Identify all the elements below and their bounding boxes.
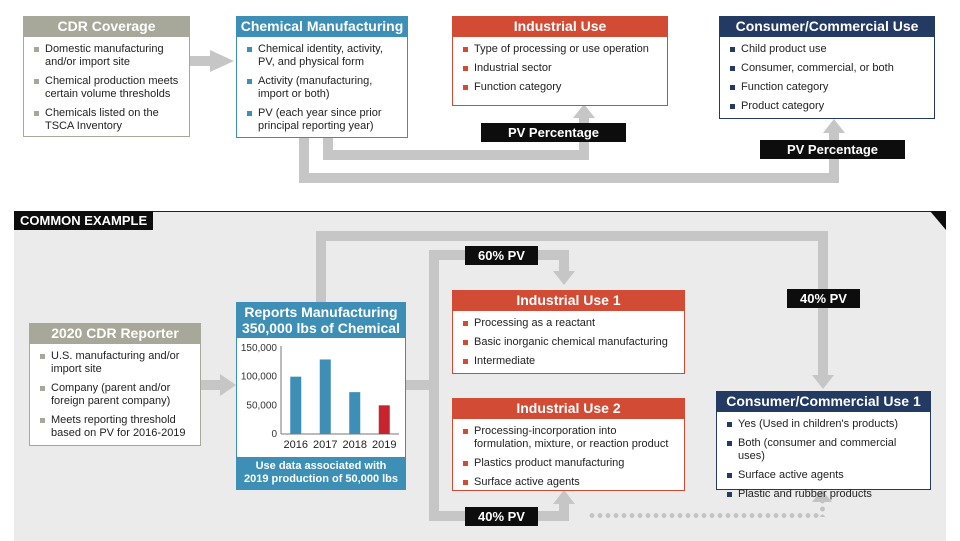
industrial-use-1-box: Industrial Use 1 Processing as a reactan… [452,290,685,374]
consumer-use-1-list: Yes (Used in children's products) Both (… [717,412,930,511]
consumer-use-box: Consumer/Commercial Use Child product us… [719,16,935,119]
list-item: Processing as a reactant [463,317,676,330]
list-item: Child product use [730,43,926,56]
consumer-use-1-title: Consumer/Commercial Use 1 [717,392,930,412]
arrow-up-icon [823,119,845,133]
list-item: Surface active agents [463,476,676,489]
list-item: Plastics product manufacturing [463,457,676,470]
chemical-manufacturing-box: Chemical Manufacturing Chemical identity… [236,16,408,138]
connector-branch-vertical [429,250,439,521]
production-bar-chart: 0 50,000 100,000 150,000 2016 2017 2018 2019 [241,343,399,451]
list-item: Chemical production meets certain volume… [34,75,181,101]
connector-reports-up [316,231,326,303]
list-item: Domestic manufacturing and/or import sit… [34,43,181,69]
cdr-reporter-box: 2020 CDR Reporter U.S. manufacturing and… [29,323,201,446]
pv-40-industrial-label: 40% PV [465,507,538,526]
bar-2019 [378,405,390,434]
list-item: Function category [730,81,926,94]
reports-title-line-1: Reports Manufacturing [244,304,398,320]
industrial-use-1-title: Industrial Use 1 [453,291,684,311]
list-item: Intermediate [463,355,676,368]
x-tick-label: 2019 [372,439,396,451]
cdr-coverage-list: Domestic manufacturing and/or import sit… [24,37,189,143]
connector-to-industrial [323,150,589,160]
industrial-use-2-box: Industrial Use 2 Processing-incorporatio… [452,398,685,491]
reports-manufacturing-box: Reports Manufacturing 350,000 lbs of Che… [236,302,406,490]
x-tick-label: 2018 [343,439,367,451]
list-item: Activity (manufacturing, import or both) [247,75,399,101]
list-item: Yes (Used in children's products) [727,418,922,431]
list-item: Consumer, commercial, or both [730,62,926,75]
list-item: Company (parent and/or foreign parent co… [40,382,192,408]
x-tick-label: 2017 [313,439,337,451]
connector-to-consumer [299,173,839,183]
list-item: Surface active agents [727,469,922,482]
y-tick-label: 50,000 [246,400,277,411]
connector-top-loop [316,231,828,241]
dotted-connector-up [820,497,825,517]
pv-percentage-label: PV Percentage [481,123,626,142]
dotted-connector [588,513,822,518]
reports-title-line-2: 350,000 lbs of Chemical [242,320,400,336]
x-tick-label: 2016 [284,439,308,451]
industrial-use-box: Industrial Use Type of processing or use… [452,16,668,106]
arrow-coverage-to-manufacturing [190,56,214,66]
list-item: Industrial sector [463,62,659,75]
connector-industrial-2-up [559,503,569,521]
arrow-up-icon [812,490,832,502]
cdr-coverage-box: CDR Coverage Domestic manufacturing and/… [23,16,190,137]
corner-triangle-icon [930,211,946,230]
bar-2018 [349,392,361,434]
bar-2017 [319,359,331,434]
y-tick-label: 0 [271,429,277,440]
cdr-reporter-title: 2020 CDR Reporter [30,324,200,344]
reports-manufacturing-header: Reports Manufacturing 350,000 lbs of Che… [237,303,405,338]
list-item: Processing-incorporation into formulatio… [463,425,676,451]
chemical-manufacturing-title: Chemical Manufacturing [237,17,407,37]
cdr-reporter-list: U.S. manufacturing and/or import site Co… [30,344,200,450]
list-item: Meets reporting threshold based on PV fo… [40,414,192,440]
list-item: Both (consumer and commercial uses) [727,437,922,463]
list-item: Chemicals listed on the TSCA Inventory [34,107,181,133]
arrow-head-icon [220,374,236,396]
list-item: Product category [730,100,926,113]
pv-percentage-label: PV Percentage [760,140,905,159]
list-item: U.S. manufacturing and/or import site [40,350,192,376]
connector-reports-right [406,380,434,390]
consumer-use-list: Child product use Consumer, commercial, … [720,37,934,123]
chemical-manufacturing-list: Chemical identity, activity, PV, and phy… [237,37,407,143]
list-item: Chemical identity, activity, PV, and phy… [247,43,399,69]
arrow-reporter-to-reports [201,380,225,390]
list-item: Type of processing or use operation [463,43,659,56]
arrow-up-icon [553,490,575,504]
industrial-use-title: Industrial Use [453,17,667,37]
bar-2016 [290,376,302,434]
arrow-up-icon [573,104,595,118]
reports-footer: Use data associated with 2019 production… [237,457,405,489]
y-tick-label: 150,000 [241,343,278,354]
connector-manufacturing-down-short [323,137,333,159]
industrial-use-2-title: Industrial Use 2 [453,399,684,419]
list-item: Basic inorganic chemical manufacturing [463,336,676,349]
consumer-use-title: Consumer/Commercial Use [720,17,934,37]
y-tick-label: 100,000 [241,372,278,383]
industrial-use-list: Type of processing or use operation Indu… [453,37,667,104]
pv-60-label: 60% PV [465,246,538,265]
industrial-use-1-list: Processing as a reactant Basic inorganic… [453,311,684,378]
list-item: Plastic and rubber products [727,488,922,501]
list-item: Function category [463,81,659,94]
cdr-coverage-title: CDR Coverage [24,17,189,37]
arrow-head-icon [210,50,234,72]
consumer-use-1-box: Consumer/Commercial Use 1 Yes (Used in c… [716,391,931,500]
arrow-down-icon [812,375,834,389]
connector-industrial-1-down [559,250,569,272]
pv-40-consumer-label: 40% PV [787,289,860,308]
connector-manufacturing-down-long [299,137,309,183]
arrow-down-icon [553,271,575,285]
industrial-use-2-list: Processing-incorporation into formulatio… [453,419,684,499]
list-item: PV (each year since prior principal repo… [247,107,399,133]
common-example-title: COMMON EXAMPLE [14,211,154,230]
